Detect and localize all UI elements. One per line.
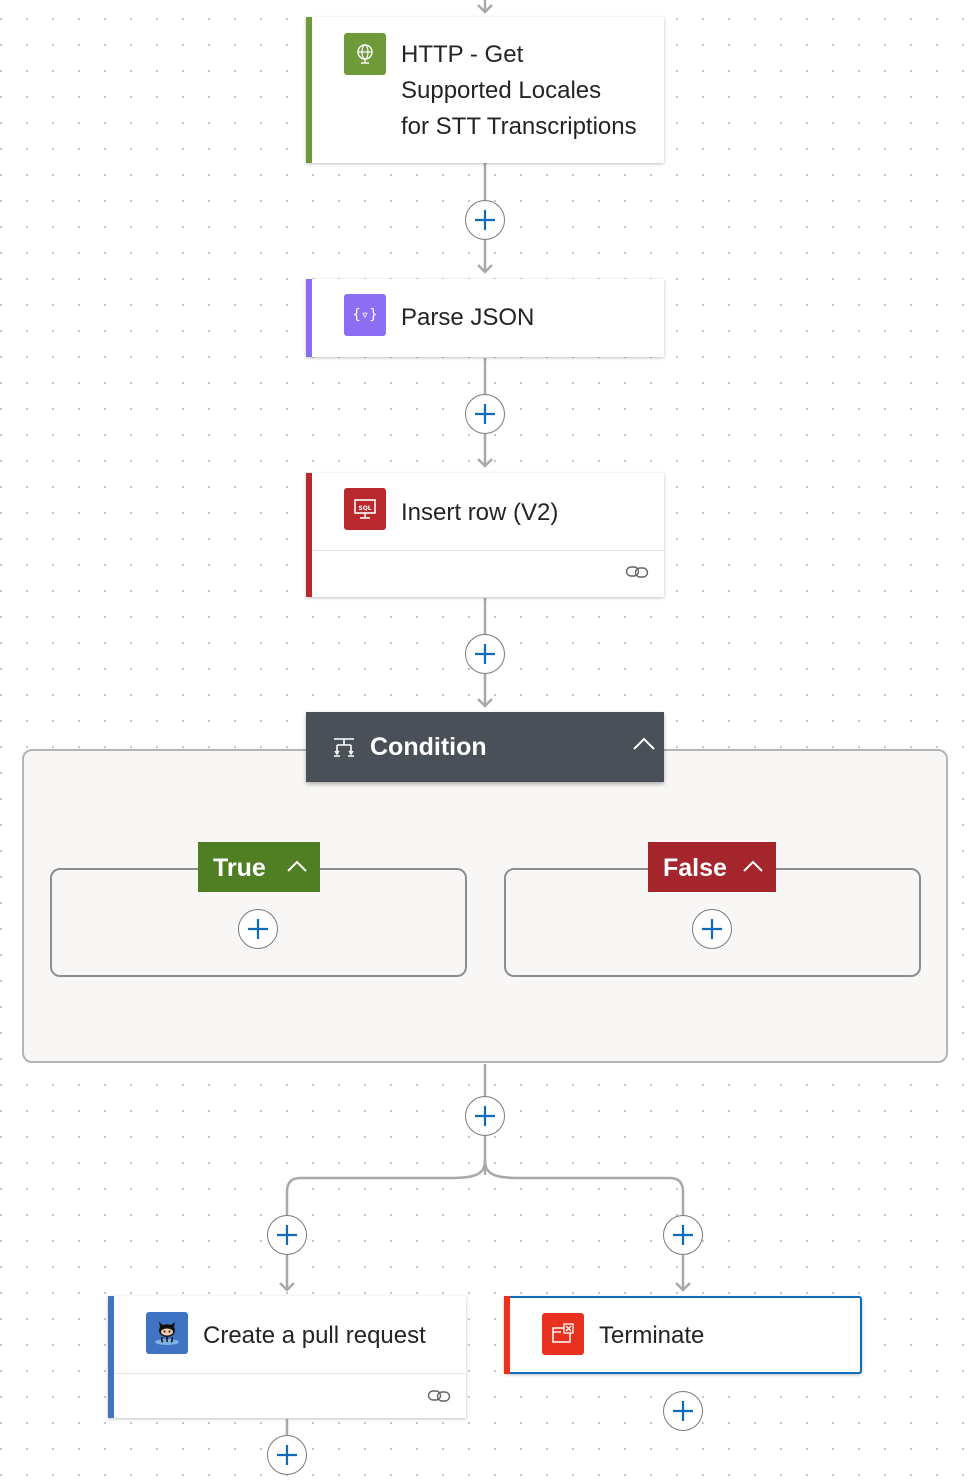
action-card-http[interactable]: HTTP - Get Supported Locales for STT Tra… — [306, 17, 664, 163]
svg-text:SQL: SQL — [358, 505, 371, 512]
plus-icon — [277, 1225, 297, 1245]
add-step-button[interactable] — [465, 200, 505, 240]
add-step-button[interactable] — [267, 1215, 307, 1255]
action-title: Create a pull request — [203, 1322, 426, 1349]
plus-icon — [673, 1225, 693, 1245]
add-step-button[interactable] — [465, 634, 505, 674]
card-accent — [504, 1296, 510, 1374]
chevron-up-icon[interactable] — [286, 859, 308, 873]
terminate-icon — [542, 1313, 584, 1355]
card-accent — [306, 279, 312, 357]
condition-header[interactable]: Condition — [306, 712, 664, 782]
plus-icon — [702, 919, 722, 939]
true-branch-header[interactable]: True — [198, 842, 320, 892]
card-accent — [108, 1296, 114, 1418]
card-divider — [114, 1373, 466, 1374]
plus-icon — [475, 210, 495, 230]
action-card-create-pull-request[interactable]: Create a pull request — [108, 1296, 466, 1418]
action-card-insert-row[interactable]: SQL Insert row (V2) — [306, 473, 664, 597]
connection-link-icon[interactable] — [427, 1388, 451, 1404]
add-step-button[interactable] — [663, 1391, 703, 1431]
title-line: for STT Transcriptions — [401, 113, 637, 140]
title-line: Supported Locales — [401, 77, 602, 104]
connection-link-icon[interactable] — [625, 564, 649, 580]
plus-icon — [248, 919, 268, 939]
card-accent — [306, 17, 312, 163]
card-accent — [306, 473, 312, 597]
false-branch-header[interactable]: False — [648, 842, 776, 892]
true-branch-label: True — [213, 854, 266, 882]
curly-braces-icon: {▿} — [344, 294, 386, 336]
plus-icon — [277, 1445, 297, 1465]
action-card-parse-json[interactable]: {▿} Parse JSON — [306, 279, 664, 357]
condition-icon — [334, 738, 354, 757]
action-title: Parse JSON — [401, 304, 535, 331]
false-branch-label: False — [663, 854, 727, 882]
add-step-button[interactable] — [465, 394, 505, 434]
action-title: Terminate — [599, 1322, 705, 1349]
globe-icon — [344, 33, 386, 75]
add-step-button[interactable] — [267, 1435, 307, 1475]
add-step-button[interactable] — [238, 909, 278, 949]
sql-icon: SQL — [344, 488, 386, 530]
action-card-terminate[interactable]: Terminate — [504, 1296, 862, 1374]
plus-icon — [475, 1106, 495, 1126]
card-divider — [312, 550, 664, 551]
action-title: Insert row (V2) — [401, 499, 559, 526]
add-step-button[interactable] — [663, 1215, 703, 1255]
plus-icon — [475, 404, 495, 424]
chevron-up-icon[interactable] — [632, 736, 656, 752]
chevron-up-icon[interactable] — [742, 859, 764, 873]
add-step-button[interactable] — [692, 909, 732, 949]
action-title: HTTP - Get Supported Locales for STT Tra… — [401, 37, 637, 145]
add-step-button[interactable] — [465, 1096, 505, 1136]
title-line: HTTP - Get — [401, 41, 524, 68]
condition-title: Condition — [370, 733, 487, 761]
plus-icon — [475, 644, 495, 664]
github-octocat-icon — [146, 1312, 188, 1354]
plus-icon — [673, 1401, 693, 1421]
